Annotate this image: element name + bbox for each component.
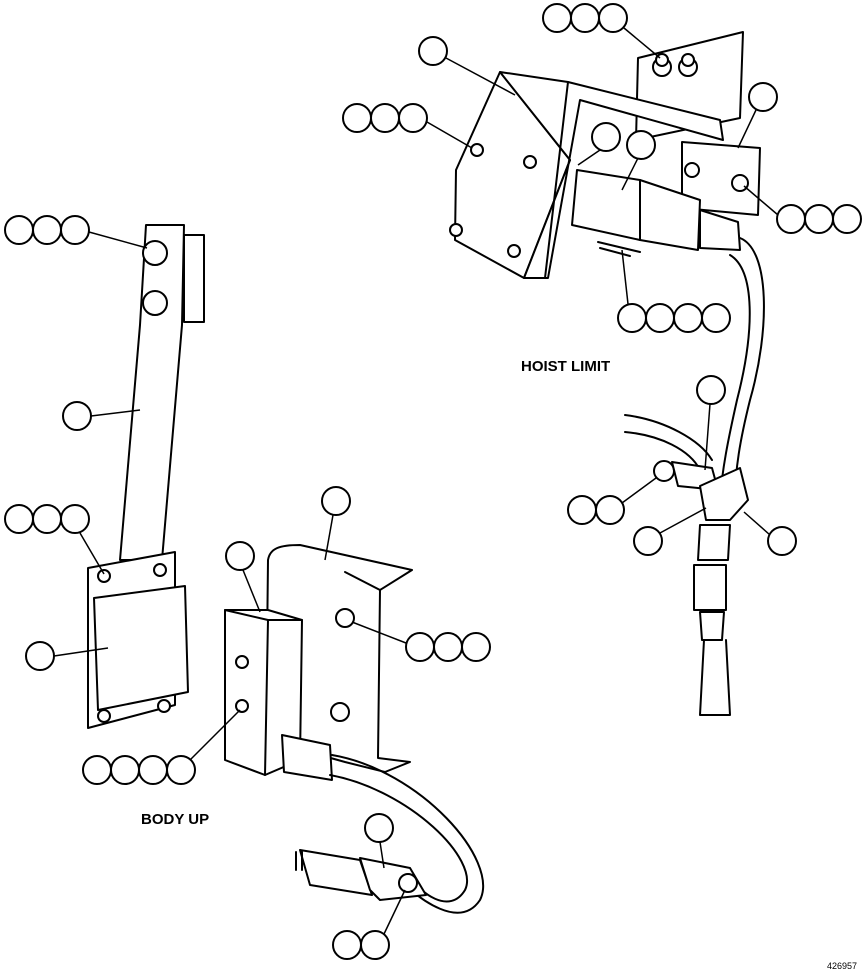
callout-bubble bbox=[110, 755, 140, 785]
switch-screw bbox=[235, 699, 249, 713]
bracket-nut bbox=[470, 143, 484, 157]
strap-bolt bbox=[142, 240, 168, 266]
callout-bubble bbox=[166, 755, 196, 785]
hoist-connector bbox=[697, 524, 731, 561]
callout-bubble bbox=[633, 526, 663, 556]
callout-bubble bbox=[461, 632, 491, 662]
strap-bolt bbox=[142, 290, 168, 316]
switch-fitting bbox=[281, 734, 333, 781]
callout-bubble bbox=[804, 204, 834, 234]
plate-bolt bbox=[652, 53, 698, 77]
callout-bubble bbox=[82, 755, 112, 785]
callout-bubble bbox=[617, 303, 647, 333]
callout-bubble bbox=[542, 3, 572, 33]
callout-bubble bbox=[591, 122, 621, 152]
callout-bubble bbox=[570, 3, 600, 33]
callout-bubble bbox=[32, 504, 62, 534]
callout-bubble bbox=[626, 130, 656, 160]
callout-bubble bbox=[32, 215, 62, 245]
callout-bubble bbox=[4, 215, 34, 245]
bracket-stud bbox=[335, 608, 355, 628]
control-module bbox=[93, 585, 189, 711]
callout-bubble bbox=[60, 504, 90, 534]
callouts bbox=[4, 3, 862, 960]
callout-bubble bbox=[696, 375, 726, 405]
bracket-nut bbox=[523, 155, 537, 169]
callout-bubble bbox=[598, 3, 628, 33]
bracket-nut bbox=[507, 244, 521, 258]
mount-strap bbox=[119, 224, 185, 561]
callout-bubble bbox=[701, 303, 731, 333]
callout-bubble bbox=[360, 930, 390, 960]
callout-bubble bbox=[138, 755, 168, 785]
callout-bubble bbox=[62, 401, 92, 431]
callout-bubble bbox=[364, 813, 394, 843]
hose bbox=[624, 414, 713, 461]
hoist-limit-title: HOIST LIMIT bbox=[521, 358, 611, 375]
callout-bubble bbox=[398, 103, 428, 133]
drawing-number: 426957 bbox=[826, 961, 857, 971]
strap-backing bbox=[183, 234, 205, 323]
callout-bubble bbox=[832, 204, 862, 234]
callout-bubble bbox=[25, 641, 55, 671]
hoist-limit-assembly bbox=[449, 31, 765, 716]
side-plate-bolt bbox=[731, 174, 749, 192]
callout-bubble bbox=[225, 541, 255, 571]
side-plate-bolt bbox=[684, 162, 700, 178]
callout-bubble bbox=[673, 303, 703, 333]
callout-bubble bbox=[418, 36, 448, 66]
body-up-connector bbox=[299, 849, 373, 896]
callout-bubble bbox=[748, 82, 778, 112]
callout-bubble bbox=[405, 632, 435, 662]
clamp-bolt bbox=[653, 460, 675, 482]
hoist-cable bbox=[734, 237, 765, 501]
cable-tie bbox=[699, 467, 749, 521]
callout-bubble bbox=[370, 103, 400, 133]
callout-bubble bbox=[60, 215, 90, 245]
hoist-limit-switch bbox=[571, 169, 701, 251]
callout-bubble bbox=[767, 526, 797, 556]
callout-bubble bbox=[4, 504, 34, 534]
body-up-title: BODY UP bbox=[141, 811, 210, 828]
bracket-nut bbox=[449, 223, 463, 237]
callout-bubble bbox=[332, 930, 362, 960]
callout-bubble bbox=[567, 495, 597, 525]
callout-bubble bbox=[321, 486, 351, 516]
switch-connector bbox=[699, 209, 741, 251]
body-up-bracket-assembly bbox=[87, 224, 205, 729]
callout-bubble bbox=[342, 103, 372, 133]
side-mount-plate bbox=[681, 141, 761, 216]
callout-bubble bbox=[433, 632, 463, 662]
callout-bubble bbox=[595, 495, 625, 525]
callout-bubble bbox=[645, 303, 675, 333]
body-up-assembly bbox=[224, 544, 484, 914]
bracket-stud bbox=[330, 702, 350, 722]
switch-screw bbox=[235, 655, 249, 669]
callout-bubble bbox=[776, 204, 806, 234]
body-up-cable bbox=[331, 754, 484, 914]
